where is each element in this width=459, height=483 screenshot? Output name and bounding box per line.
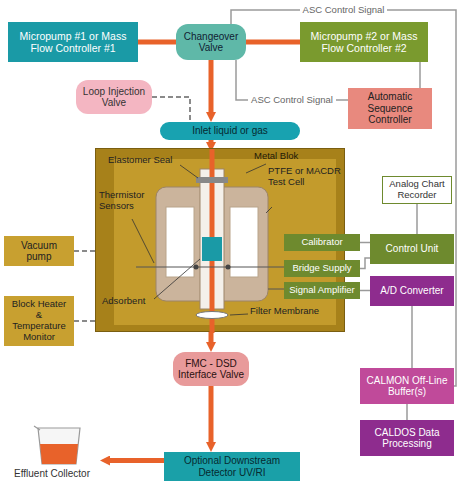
flow-pipe <box>108 458 164 463</box>
box-label: Control Unit <box>386 243 439 255</box>
box-label: Micropump #2 or Mass Flow Controller #2 <box>304 30 424 54</box>
box-label: Inlet liquid or gas <box>192 125 268 137</box>
converter-box: A/D Converter <box>370 276 454 306</box>
buffer-box: CALMON Off-Line Buffer(s) <box>360 368 454 404</box>
valve-box: Loop Injection Valve <box>76 80 152 114</box>
pump-box: Micropump #2 or Mass Flow Controller #2 <box>300 22 428 62</box>
part-label: Adsorbent <box>102 296 154 307</box>
flow-pipe <box>209 332 214 344</box>
dashed-link <box>74 320 95 322</box>
beaker-illustration <box>10 422 100 468</box>
valve-box: FMC - DSD Interface Valve <box>173 352 249 386</box>
signal-line <box>360 290 370 292</box>
dashed-link <box>74 250 95 252</box>
electronics-box: Signal Amplifier <box>284 282 360 299</box>
part-label: Elastomer Seal <box>108 155 188 166</box>
box-label: Analog Chart Recorder <box>387 179 447 201</box>
part-label: Thermistor Sensors <box>99 190 151 212</box>
heater-box: Block Heater & Temperature Monitor <box>4 296 74 346</box>
box-label: Micropump #1 or Mass Flow Controller #1 <box>12 30 134 54</box>
recorder-box: Analog Chart Recorder <box>382 176 452 204</box>
inlet-label-box: Inlet liquid or gas <box>160 122 300 140</box>
block-label: Metal Blok <box>254 151 298 162</box>
flow-pipe <box>209 60 214 114</box>
controller-box: Automatic Sequence Controller <box>348 88 432 129</box>
box-label: Vacuum pump <box>8 240 70 263</box>
box-label: Block Heater & Temperature Monitor <box>8 299 70 343</box>
flow-pipe <box>246 40 300 45</box>
signal-label: ASC Control Signal <box>300 4 388 15</box>
box-label: CALMON Off-Line Buffer(s) <box>364 375 450 398</box>
electronics-box: Bridge Supply <box>284 260 360 277</box>
processing-box: CALDOS Data Processing <box>360 420 454 456</box>
valve-box: Changeover Valve <box>176 24 246 60</box>
electronics-box: Calibrator <box>284 234 360 251</box>
signal-line <box>360 242 370 244</box>
signal-line <box>411 306 413 368</box>
pump-box: Micropump #1 or Mass Flow Controller #1 <box>8 22 138 62</box>
flow-pipe <box>138 40 176 45</box>
box-label: Optional Downstream Detector UV/RI <box>168 455 296 478</box>
signal-line <box>360 258 370 269</box>
dashed-link <box>152 97 190 122</box>
signal-line <box>416 204 418 234</box>
box-label: Signal Amplifier <box>289 285 354 296</box>
electronics-box: Control Unit <box>370 234 454 264</box>
signal-line <box>406 404 408 420</box>
box-label: FMC - DSD Interface Valve <box>177 358 245 381</box>
detector-box: Optional Downstream Detector UV/RI <box>164 452 300 481</box>
part-label: PTFE or MACDR Test Cell <box>268 166 344 188</box>
box-label: Automatic Sequence Controller <box>352 91 428 126</box>
box-label: Loop Injection Valve <box>80 86 148 109</box>
box-label: Effluent Collector <box>14 468 90 480</box>
signal-line <box>419 62 421 88</box>
box-label: Bridge Supply <box>292 263 351 274</box>
signal-label: ASC Control Signal <box>248 94 336 105</box>
part-label: Filter Membrane <box>250 306 336 317</box>
box-label: Changeover Valve <box>180 31 242 54</box>
flow-pipe <box>209 386 214 444</box>
collector-node: Effluent Collector <box>4 424 100 481</box>
flow-pipe <box>209 140 214 144</box>
box-label: A/D Converter <box>380 285 443 297</box>
pump-box: Vacuum pump <box>4 236 74 266</box>
box-label: CALDOS Data Processing <box>364 427 450 450</box>
box-label: Calibrator <box>301 237 342 248</box>
